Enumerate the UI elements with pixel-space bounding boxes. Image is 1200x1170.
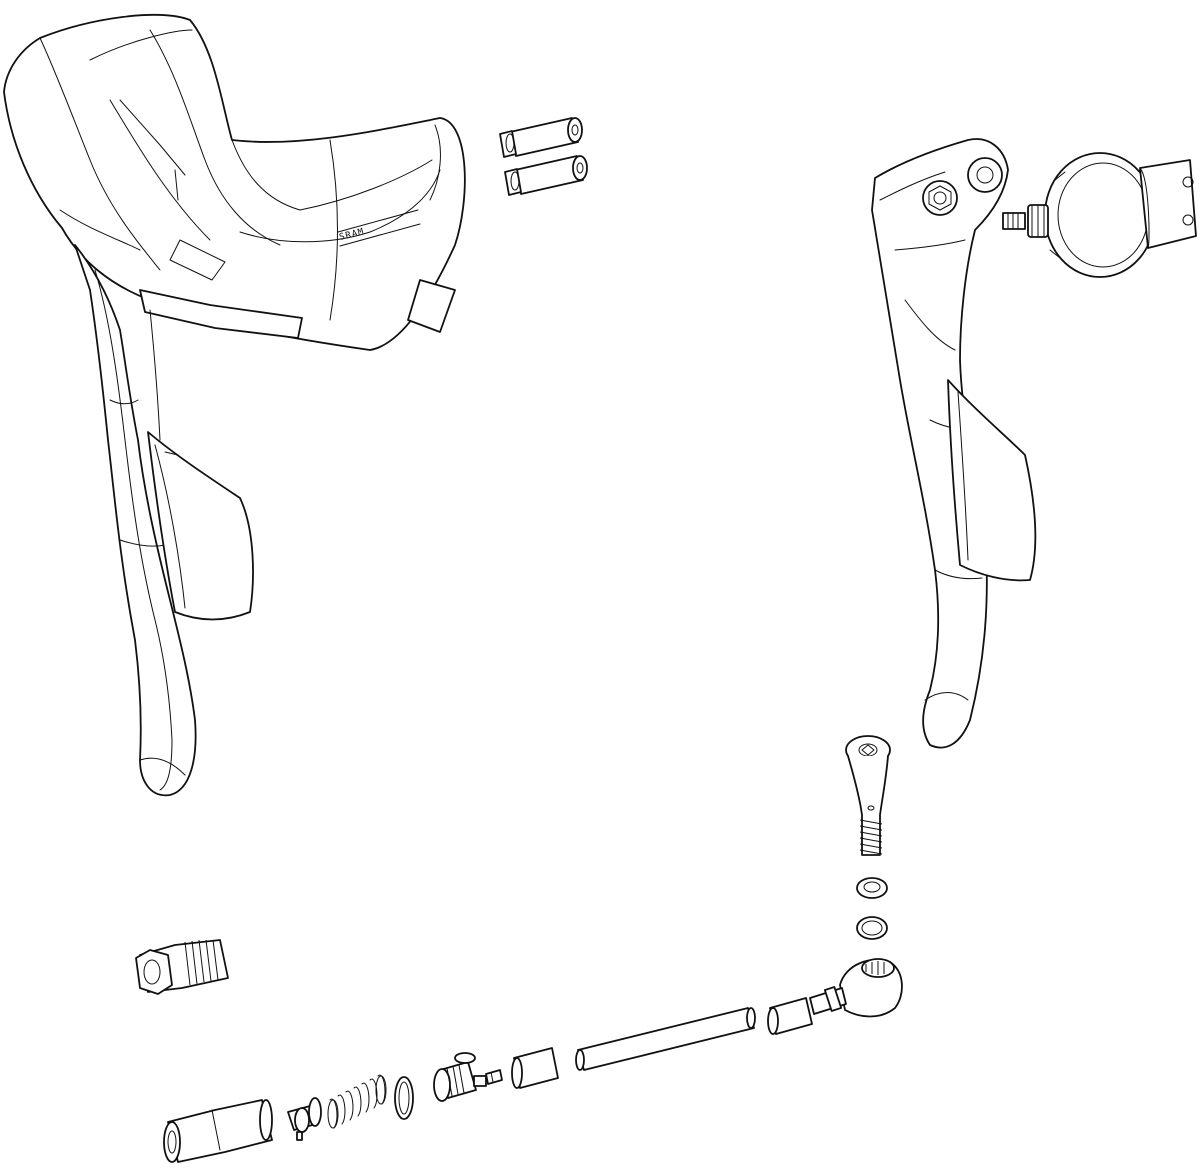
washer-upper xyxy=(856,877,888,899)
lever-pivot-bolt xyxy=(845,735,891,856)
compression-nut xyxy=(767,997,813,1035)
banjo-fitting xyxy=(809,958,903,1018)
spring xyxy=(327,1074,387,1129)
clamp-bolt xyxy=(1002,204,1049,238)
piston xyxy=(287,1097,322,1141)
master-cylinder-body xyxy=(163,1099,273,1163)
shifter-hood-lever: SRAM xyxy=(3,13,466,797)
olive xyxy=(511,1047,559,1089)
hood-pin-upper xyxy=(499,117,583,158)
o-ring xyxy=(394,1076,414,1120)
hose xyxy=(575,1007,756,1071)
threaded-adapter xyxy=(135,939,229,995)
handlebar-clamp xyxy=(1044,152,1197,278)
hood-pin-lower xyxy=(504,155,588,196)
barb-fitting xyxy=(433,1052,503,1102)
washer-lower xyxy=(856,916,888,940)
brake-lever-blade xyxy=(871,138,1037,749)
